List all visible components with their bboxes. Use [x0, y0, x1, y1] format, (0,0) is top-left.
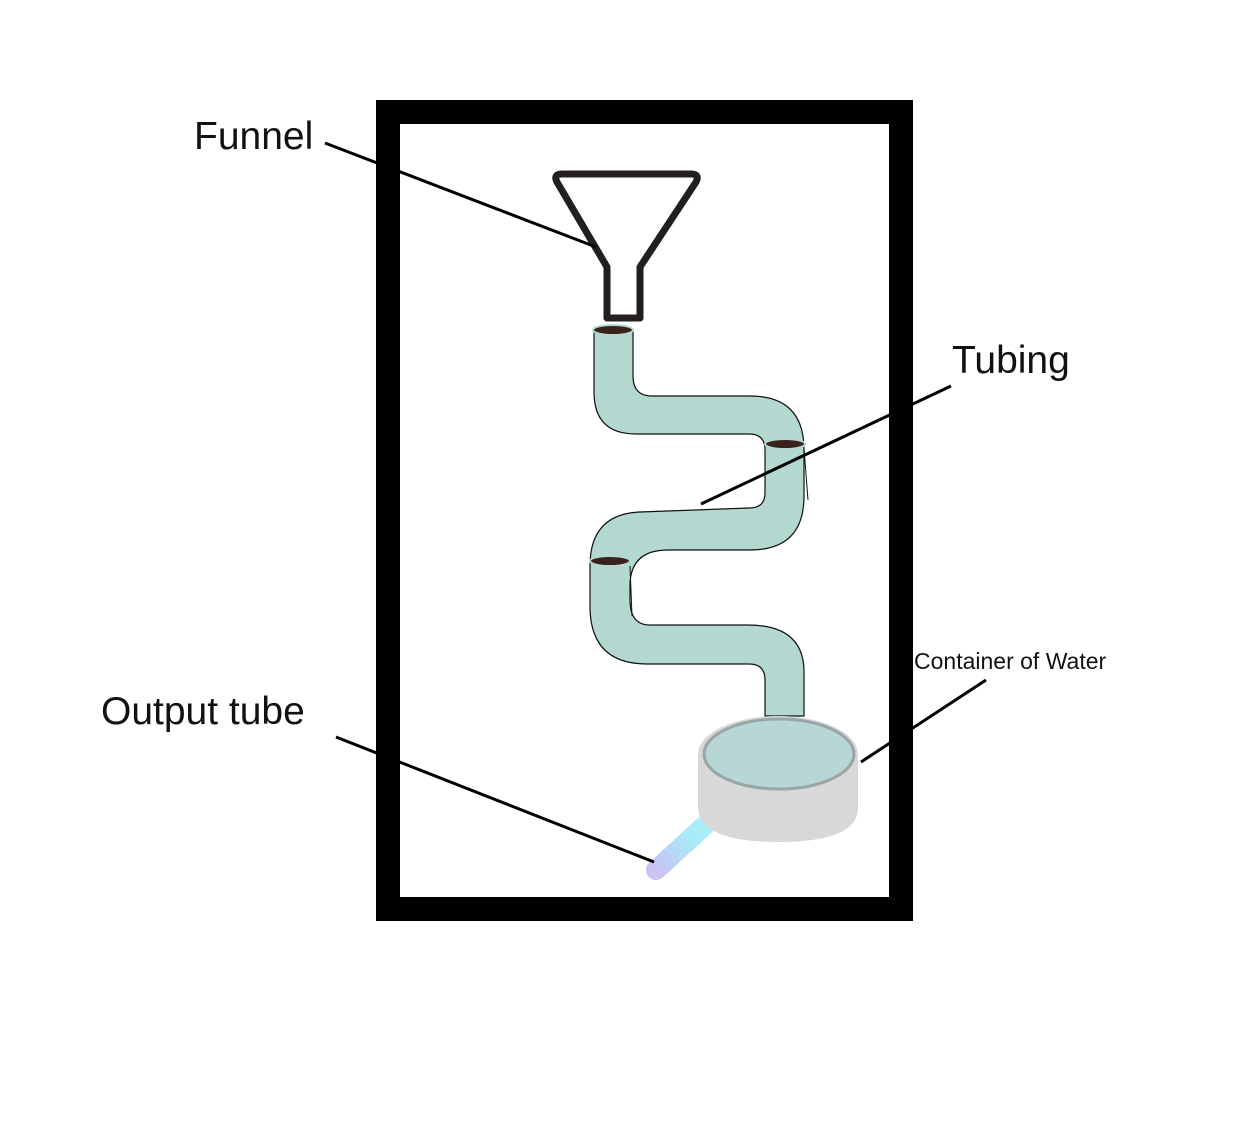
- tube-opening-middle: [764, 438, 806, 450]
- output-tube-label: Output tube: [101, 690, 305, 733]
- enclosure-frame: [376, 100, 913, 921]
- container-leader-line: [860, 678, 987, 764]
- funnel-leader-line: [324, 141, 597, 249]
- funnel-label: Funnel: [194, 115, 314, 158]
- tubing-seam: [629, 565, 633, 617]
- tube-opening-top: [592, 324, 634, 336]
- funnel-shape: [552, 170, 701, 322]
- tubing-label: Tubing: [952, 339, 1070, 382]
- container-label: Container of Water: [914, 648, 1107, 674]
- tubing: [589, 324, 809, 717]
- tube-opening-lower: [589, 555, 631, 567]
- tubing-leader-line: [700, 384, 952, 506]
- leader-lines: [324, 141, 987, 864]
- tubing-body: [589, 330, 805, 717]
- output-tube-leader-line: [335, 735, 655, 864]
- water-container: [698, 716, 858, 842]
- container-water-surface: [702, 717, 856, 791]
